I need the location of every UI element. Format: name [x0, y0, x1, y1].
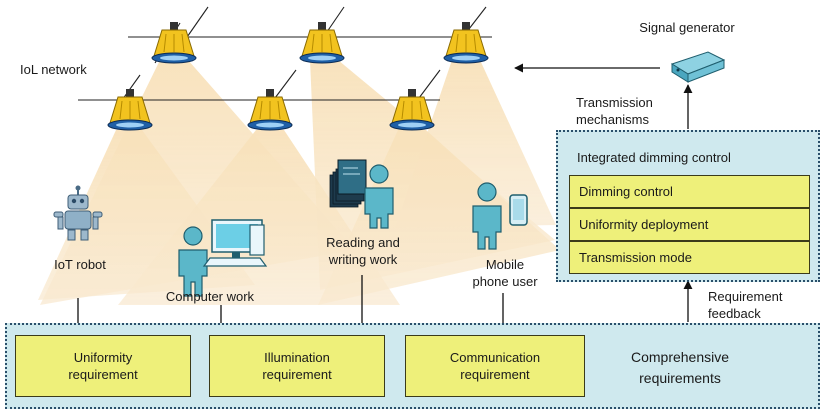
requirement-communication: Communication requirement [405, 335, 585, 397]
control-item-uniformity: Uniformity deployment [569, 208, 810, 241]
lamp-icon [107, 89, 153, 131]
requirement-illumination: Illumination requirement [209, 335, 385, 397]
lamp-icon [389, 89, 435, 131]
lamps [107, 22, 489, 131]
signal-generator-label: Signal generator [639, 20, 735, 35]
control-item-dimming: Dimming control [569, 175, 810, 208]
ceiling-grid [78, 6, 492, 111]
reader-icon [329, 159, 394, 229]
control-item-transmission: Transmission mode [569, 241, 810, 274]
computer-user-icon [178, 219, 268, 297]
robot-icon [53, 185, 103, 241]
lamp-icon [299, 22, 345, 64]
requirement-uniformity: Uniformity requirement [15, 335, 191, 397]
integrated-dimming-control-panel: Integrated dimming control Dimming contr… [556, 130, 820, 282]
user-label-computer: Computer work [165, 289, 255, 304]
lamp-icon [247, 89, 293, 131]
user-label-mobile: Mobile phone user [472, 257, 538, 289]
mobile-user-icon [472, 182, 528, 250]
lamp-icon [443, 22, 489, 64]
lamp-icon [151, 22, 197, 64]
integrated-control-title: Integrated dimming control [577, 150, 731, 165]
comprehensive-label: Comprehensive requirements [630, 349, 730, 386]
user-label-reader: Reading and writing work [326, 235, 400, 267]
feedback-label: Requirement feedback [708, 289, 783, 321]
network-label: IoL network [20, 62, 87, 77]
comprehensive-requirements-panel: Uniformity requirement Illumination requ… [5, 323, 820, 409]
user-label-robot: IoT robot [54, 257, 106, 272]
signal-generator-icon [670, 51, 726, 83]
transmission-label: Transmission mechanisms [576, 95, 653, 127]
